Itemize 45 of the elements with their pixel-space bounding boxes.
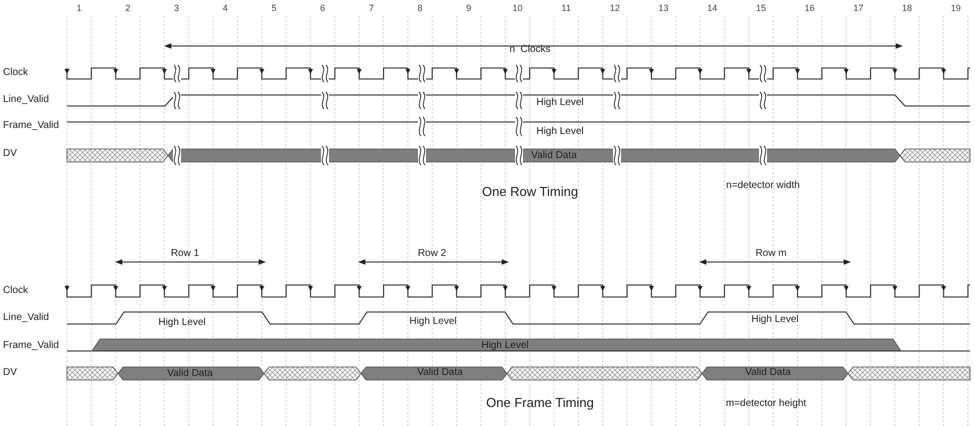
signal-name: Clock: [3, 285, 28, 297]
column-number: 18: [902, 2, 912, 14]
column-number: 12: [610, 2, 620, 14]
column-number: 13: [658, 2, 669, 14]
data-label: Valid Data: [167, 368, 213, 380]
column-number: 4: [222, 2, 228, 14]
signal-name: Line_Valid: [3, 312, 49, 324]
signal-name: DV: [3, 367, 17, 379]
dimension-label: Row 1: [170, 248, 200, 260]
column-number: 15: [756, 2, 766, 14]
data-label: Valid Data: [531, 150, 577, 162]
note: n=detector width: [726, 180, 800, 192]
signal-name: Frame_Valid: [3, 340, 59, 352]
level-label: High Level: [409, 316, 457, 328]
column-number: 14: [707, 2, 718, 14]
column-number: 2: [125, 2, 130, 14]
level-label: High Level: [481, 340, 529, 352]
level-label: High Level: [536, 126, 584, 138]
column-number: 5: [271, 2, 276, 14]
dimension-label: Row 2: [418, 248, 446, 260]
diagram-caption: One Row Timing: [482, 184, 578, 199]
column-number: 17: [853, 2, 864, 14]
column-number: 1: [76, 2, 82, 14]
level-label: High Level: [751, 314, 799, 326]
level-label: High Level: [158, 317, 206, 329]
data-label: Valid Data: [417, 367, 463, 379]
column-number: 10: [512, 2, 522, 14]
data-label: Valid Data: [745, 367, 791, 379]
dimension-label: n Clocks: [509, 44, 551, 56]
dimension-label: Row m: [755, 248, 787, 260]
level-label: High Level: [536, 97, 584, 109]
column-number: 3: [174, 2, 180, 14]
signal-name: Frame_Valid: [3, 120, 59, 132]
signal-name: DV: [3, 148, 17, 160]
column-number: 19: [950, 2, 961, 14]
column-number: 9: [466, 2, 472, 14]
column-number: 6: [320, 2, 326, 14]
signal-name: Clock: [3, 67, 28, 79]
diagram-caption: One Frame Timing: [486, 395, 594, 410]
column-number: 16: [804, 2, 815, 14]
column-number: 8: [418, 2, 423, 14]
column-number: 7: [368, 2, 374, 14]
note: m=detector height: [726, 398, 806, 410]
column-number: 11: [562, 2, 571, 14]
signal-name: Line_Valid: [3, 94, 49, 106]
